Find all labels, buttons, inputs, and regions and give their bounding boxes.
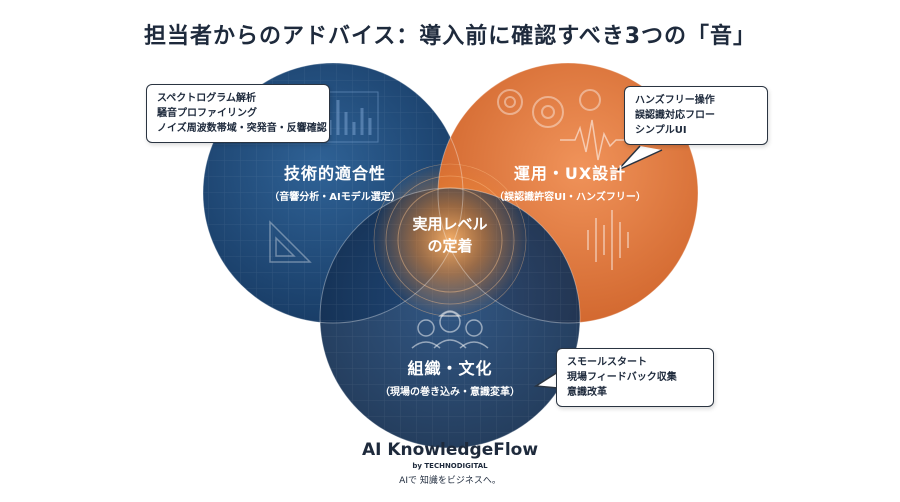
callout-item: 意識改革 xyxy=(567,387,607,398)
callout-item: 騒音プロファイリング xyxy=(157,108,257,119)
ruler-triangle-icon xyxy=(269,220,312,263)
center-glow xyxy=(372,162,528,318)
gears-icon xyxy=(497,89,601,128)
brand-byline: by TECHNODIGITAL xyxy=(412,462,488,470)
operations-title: 運用・UX設計 xyxy=(513,164,627,183)
technical-title: 技術的適合性 xyxy=(283,164,386,183)
center-line-1: 実用レベル xyxy=(412,215,488,233)
callout-item: シンプルUI xyxy=(635,125,687,136)
workers-icon xyxy=(411,310,489,349)
callout-item: ノイズ周波数帯域・突発音・反響確認 xyxy=(157,123,327,134)
organization-subtitle: （現場の巻き込み・意識変革） xyxy=(380,387,520,398)
callout-technical: スペクトログラム解析 騒音プロファイリング ノイズ周波数帯域・突発音・反響確認 xyxy=(146,84,330,143)
waveform-icon xyxy=(560,119,640,270)
technical-subtitle: （音響分析・AIモデル選定） xyxy=(269,192,401,203)
label-center: 実用レベル の定着 xyxy=(380,213,520,257)
callout-item: ハンズフリー操作 xyxy=(635,95,715,106)
brand-name: AI KnowledgeFlow xyxy=(361,440,539,460)
organization-title: 組織・文化 xyxy=(407,359,493,378)
operations-subtitle: （誤認識許容UI・ハンズフリー） xyxy=(494,192,646,203)
callout-item: スモールスタート xyxy=(567,357,647,368)
page-title: 担当者からのアドバイス：導入前に確認すべき3つの「音」 xyxy=(143,24,757,49)
label-organization: 組織・文化 （現場の巻き込み・意識変革） xyxy=(350,355,550,398)
callout-item: 現場フィードバック収集 xyxy=(567,372,677,383)
label-operations: 運用・UX設計 （誤認識許容UI・ハンズフリー） xyxy=(470,160,670,203)
callout-item: スペクトログラム解析 xyxy=(157,93,256,104)
circle-outlines xyxy=(202,62,699,449)
label-technical: 技術的適合性 （音響分析・AIモデル選定） xyxy=(235,160,435,203)
brand-tagline: AIで 知識をビジネスへ。 xyxy=(399,476,501,486)
callout-operations: ハンズフリー操作 誤認識対応フロー シンプルUI xyxy=(624,86,768,145)
brand-block: AI KnowledgeFlow by TECHNODIGITAL AIで 知識… xyxy=(0,440,900,486)
callout-organization: スモールスタート 現場フィードバック収集 意識改革 xyxy=(556,348,714,407)
callout-item: 誤認識対応フロー xyxy=(635,110,715,121)
center-line-2: の定着 xyxy=(427,237,473,255)
